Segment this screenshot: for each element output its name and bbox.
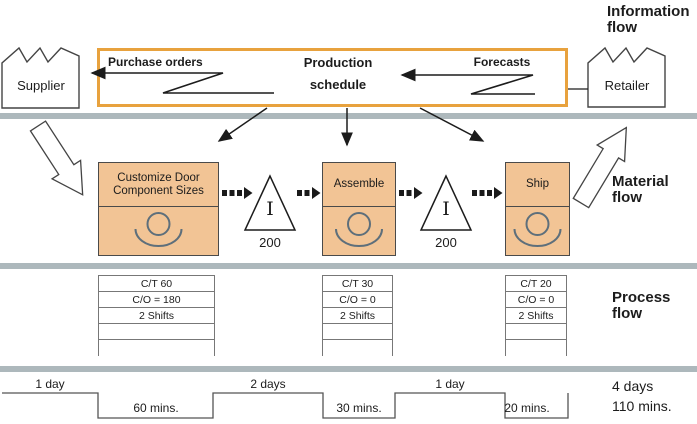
push-arrow-1 <box>222 187 253 199</box>
data-box-ship: C/T 20 C/O = 0 2 Shifts <box>505 275 567 356</box>
process-box-customize: Customize Door Component Sizes <box>98 162 219 256</box>
timeline-segment-label: 30 mins. <box>336 401 382 415</box>
flow-label-process: Process flow <box>612 289 671 322</box>
timeline-segment-label: 2 days <box>250 377 286 391</box>
data-box-assemble: C/T 30 C/O = 0 2 Shifts <box>322 275 393 356</box>
flow-label-material: Material flow <box>612 173 669 206</box>
timeline-totals: 4 days 110 mins. <box>612 376 672 416</box>
data-box-row: C/T 20 <box>506 276 566 292</box>
data-box-row <box>506 340 566 356</box>
divider-bar-material <box>0 263 697 269</box>
retailer-label: Retailer <box>604 78 650 93</box>
process-name: Assemble <box>323 163 395 207</box>
divider-bar-information <box>0 113 697 119</box>
push-arrow-3 <box>399 187 423 199</box>
timeline-line <box>2 392 569 419</box>
flow-label-information: Information flow <box>607 3 690 36</box>
timeline-segment-label: 1 day <box>435 377 465 391</box>
data-box-row: 2 Shifts <box>506 308 566 324</box>
material-inbound-arrow <box>29 120 84 196</box>
inventory-quantity: 200 <box>435 235 457 250</box>
inventory-symbol: I <box>442 198 450 220</box>
data-box-row: C/T 30 <box>323 276 392 292</box>
process-box-assemble: Assemble <box>322 162 396 256</box>
data-box-row: 2 Shifts <box>323 308 392 324</box>
data-box-row: C/O = 0 <box>323 292 392 308</box>
data-box-row: C/O = 180 <box>99 292 214 308</box>
data-box-row <box>506 324 566 340</box>
timeline-total-lead-time: 4 days <box>612 378 654 394</box>
data-box-customize: C/T 60 C/O = 180 2 Shifts <box>98 275 215 356</box>
data-box-row <box>323 324 392 340</box>
timeline-segment-label: 1 day <box>35 377 65 391</box>
timeline-total-process-time: 110 mins. <box>612 398 672 414</box>
process-box-ship: Ship <box>505 162 570 256</box>
timeline-segment-label: 20 mins. <box>504 401 550 415</box>
data-box-row: C/T 60 <box>99 276 214 292</box>
supplier-label: Supplier <box>17 78 65 93</box>
inventory-symbol: I <box>266 198 274 220</box>
purchase-orders-label: Purchase orders <box>108 55 203 69</box>
data-box-row: C/O = 0 <box>506 292 566 308</box>
data-box-row <box>99 324 214 340</box>
divider-bar-process <box>0 366 697 372</box>
push-arrow-4 <box>472 187 503 199</box>
process-name: Customize Door Component Sizes <box>99 163 218 207</box>
inventory-quantity: 200 <box>259 235 281 250</box>
data-box-row <box>323 340 392 356</box>
process-name: Ship <box>506 163 569 207</box>
timeline-segment-label: 60 mins. <box>133 401 179 415</box>
production-schedule-label: Production schedule <box>303 55 373 92</box>
data-box-row: 2 Shifts <box>99 308 214 324</box>
forecasts-label: Forecasts <box>473 55 531 69</box>
data-box-row <box>99 340 214 356</box>
push-arrow-2 <box>297 187 321 199</box>
